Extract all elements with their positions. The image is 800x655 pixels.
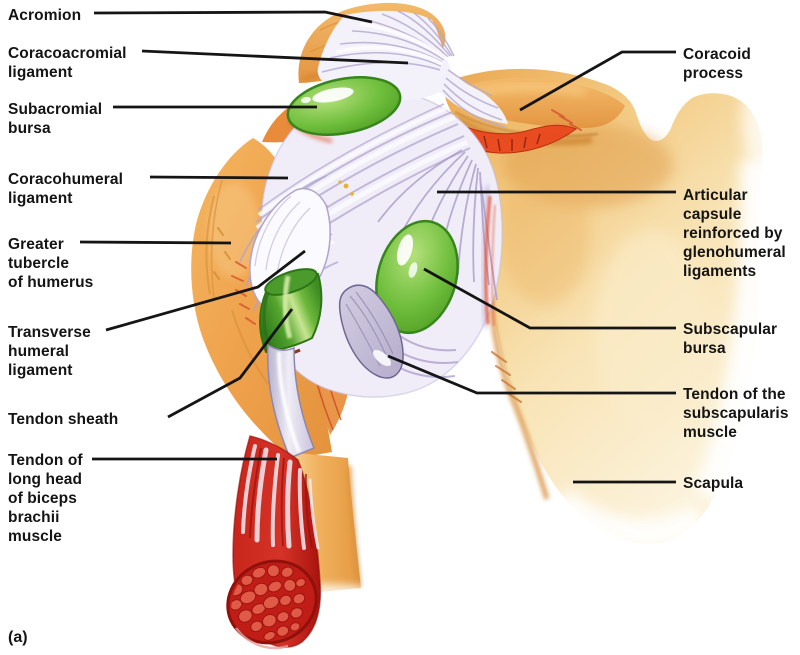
subacromial-bursa-shape bbox=[286, 76, 402, 143]
subscapularis-tendon-shape bbox=[338, 284, 404, 379]
scapula-bone bbox=[444, 60, 800, 550]
leader-coracohumeral bbox=[149, 175, 289, 180]
tubercle-red-marks bbox=[231, 261, 256, 325]
leader-transverse-humeral bbox=[105, 249, 306, 332]
leader-subscapular-bursa bbox=[423, 267, 676, 330]
label-subacromial-bursa: Subacromial bursa bbox=[8, 101, 103, 137]
label-subscapular-bursa: Subscapular bursa bbox=[683, 321, 778, 357]
leader-tendon-sheath bbox=[167, 308, 294, 419]
label-scapula: Scapula bbox=[683, 475, 744, 492]
leader-greater-tubercle bbox=[79, 240, 232, 245]
label-greater-tubercle: Greater tubercle of humerus bbox=[8, 236, 94, 291]
label-tendon-subscapularis: Tendon of the subscapularis muscle bbox=[683, 386, 789, 441]
scapula-border-hatch bbox=[491, 351, 522, 403]
muscle-cut-face bbox=[226, 559, 318, 650]
label-tendon-sheath: Tendon sheath bbox=[8, 411, 119, 428]
leader-lines bbox=[79, 10, 676, 484]
label-coracohumeral-ligament: Coracohumeral ligament bbox=[8, 171, 123, 207]
label-acromion: Acromion bbox=[8, 7, 82, 24]
leader-coracoid bbox=[519, 50, 676, 112]
label-tendon-long-head-biceps: Tendon of long head of biceps brachii mu… bbox=[8, 452, 83, 545]
label-articular-capsule: Articular capsule reinforced by glenohum… bbox=[683, 187, 786, 280]
biceps-tendon-shape bbox=[266, 343, 315, 459]
panel-letter: (a) bbox=[8, 629, 28, 646]
label-transverse-humeral-ligament: Transverse humeral ligament bbox=[8, 324, 91, 379]
leader-coracoacromial bbox=[141, 49, 409, 65]
label-coracoacromial-ligament: Coracoacromial ligament bbox=[8, 45, 127, 81]
leader-acromion bbox=[93, 10, 373, 24]
label-coracoid-process: Coracoid process bbox=[683, 46, 751, 82]
leader-subscapularis-tendon bbox=[387, 354, 676, 395]
biceps-muscle-shape bbox=[226, 435, 322, 650]
